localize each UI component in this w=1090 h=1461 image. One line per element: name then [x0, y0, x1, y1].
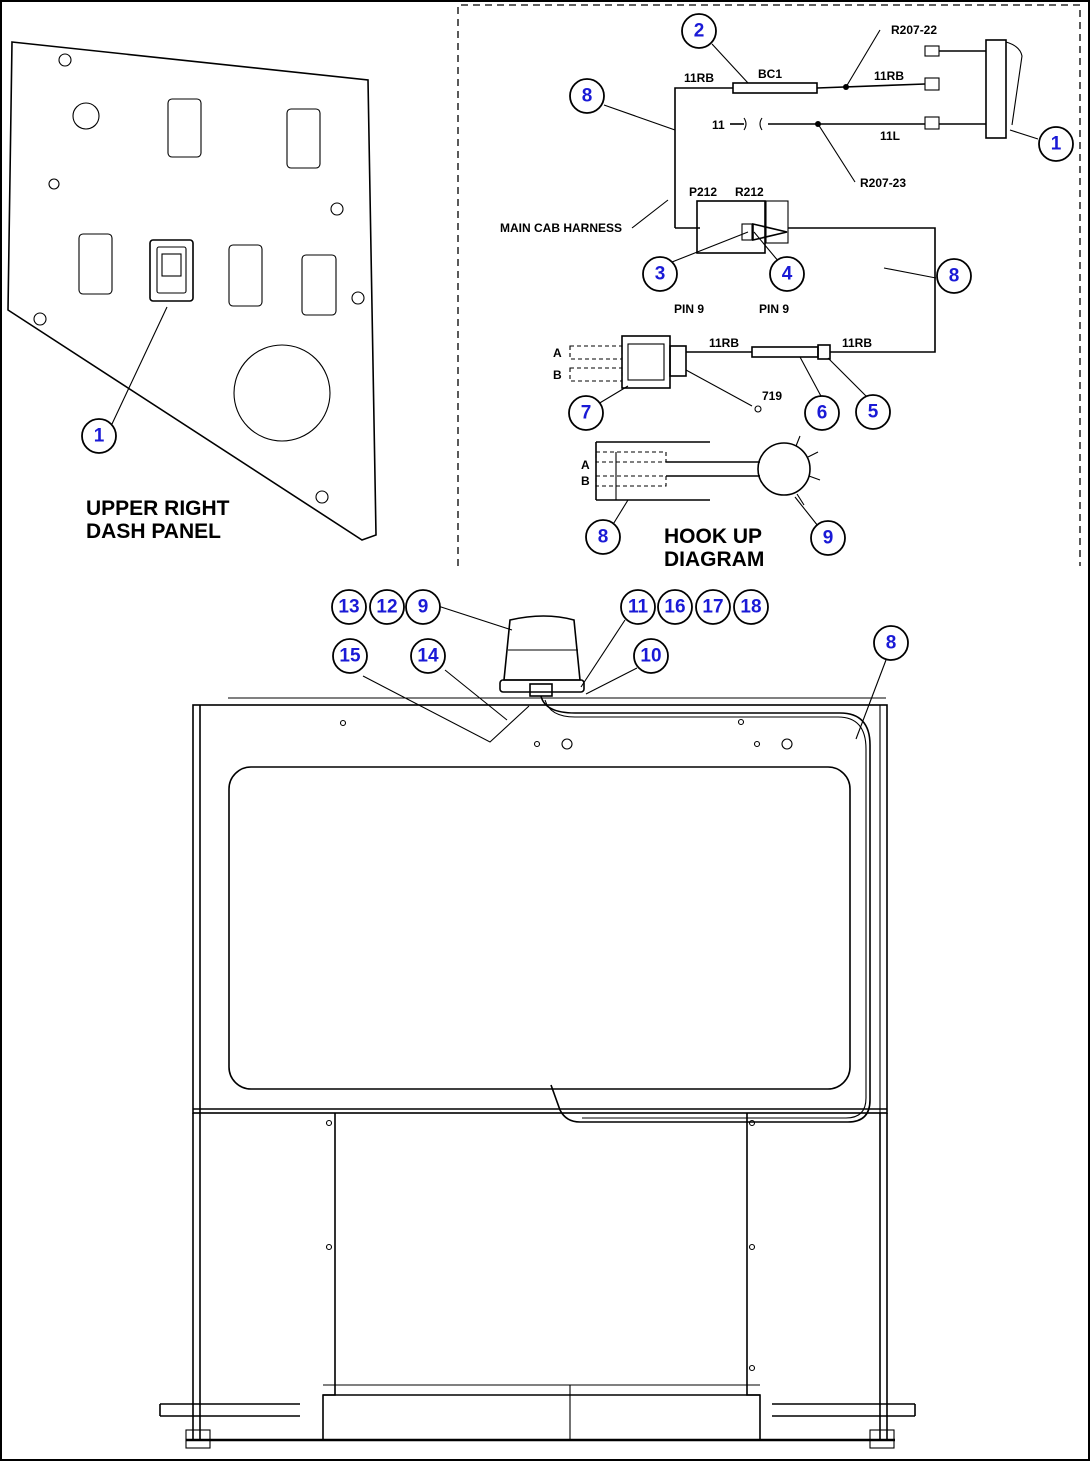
callout-5[interactable]: 5 [855, 394, 891, 430]
callout-3[interactable]: 3 [642, 256, 678, 292]
label-main-cab-harness: MAIN CAB HARNESS [500, 221, 622, 235]
callout-10[interactable]: 10 [633, 638, 669, 674]
hookup-title-line2: DIAGRAM [664, 548, 764, 571]
label-11rb-end: 11RB [842, 336, 872, 350]
svg-text:10: 10 [640, 646, 661, 667]
label-11rb-top: 11RB [684, 71, 714, 85]
svg-text:13: 13 [338, 597, 359, 618]
callout-9-hookup[interactable]: 9 [810, 520, 846, 556]
callout-8-top[interactable]: 8 [569, 78, 605, 114]
callout-1-switch[interactable]: 1 [1038, 126, 1074, 162]
label-pin9-left: PIN 9 [674, 302, 704, 316]
callout-8-harness[interactable]: 8 [936, 258, 972, 294]
label-r207-23: R207-23 [860, 176, 906, 190]
callout-18[interactable]: 18 [733, 589, 769, 625]
label-r212: R212 [735, 185, 764, 199]
callout-2[interactable]: 2 [681, 13, 717, 49]
svg-text:8: 8 [886, 633, 897, 654]
svg-text:2: 2 [694, 21, 705, 42]
svg-text:3: 3 [655, 264, 666, 285]
hookup-title-line1: HOOK UP [664, 525, 762, 548]
cab-front-view [159, 605, 916, 1449]
label-pin-a-connector: A [553, 346, 562, 360]
label-pin-a-hookup: A [581, 458, 590, 472]
callout-13[interactable]: 13 [331, 589, 367, 625]
label-11l: 11L [880, 129, 900, 143]
label-pin-b-hookup: B [581, 474, 590, 488]
wire-labels: R207-22 R207-23 BC1 11RB 11RB 11 11L MAI… [500, 23, 937, 488]
callout-12[interactable]: 12 [369, 589, 405, 625]
svg-text:12: 12 [376, 597, 397, 618]
svg-text:14: 14 [417, 646, 439, 667]
svg-text:8: 8 [598, 527, 609, 548]
svg-text:7: 7 [581, 403, 592, 424]
callout-6[interactable]: 6 [804, 395, 840, 431]
hookup-leaders [597, 43, 1039, 527]
label-bc1: BC1 [758, 67, 782, 81]
callout-4[interactable]: 4 [769, 256, 805, 292]
svg-text:16: 16 [664, 597, 685, 618]
callout-8-hookup[interactable]: 8 [585, 519, 621, 555]
label-p212: P212 [689, 185, 717, 199]
label-pin-b-connector: B [553, 368, 562, 382]
label-r207-22: R207-22 [891, 23, 937, 37]
svg-text:8: 8 [949, 266, 960, 287]
dash-panel-title-line2: DASH PANEL [86, 520, 221, 543]
svg-text:4: 4 [782, 264, 793, 285]
svg-text:15: 15 [339, 646, 361, 667]
callouts: 1 1 2 3 4 5 6 7 8 8 8 8 9 13 12 9 11 16 … [81, 13, 1074, 674]
svg-text:1: 1 [94, 426, 105, 447]
svg-text:9: 9 [823, 528, 834, 549]
svg-text:11: 11 [628, 597, 649, 618]
label-719: 719 [762, 389, 782, 403]
hookup-region [457, 4, 1081, 566]
callout-1-dash[interactable]: 1 [81, 418, 117, 454]
callout-9-cab[interactable]: 9 [405, 589, 441, 625]
titles: UPPER RIGHT DASH PANEL HOOK UP DIAGRAM [86, 497, 764, 571]
label-pin9-right: PIN 9 [759, 302, 789, 316]
callout-8-cab[interactable]: 8 [873, 625, 909, 661]
dash-panel [7, 41, 377, 541]
svg-text:6: 6 [817, 403, 828, 424]
label-11: 11 [712, 118, 725, 132]
svg-text:5: 5 [868, 402, 879, 423]
svg-text:17: 17 [702, 597, 723, 618]
label-11rb-lamp: 11RB [709, 336, 739, 350]
callout-11[interactable]: 11 [620, 589, 656, 625]
label-11rb-switch: 11RB [874, 69, 904, 83]
svg-text:18: 18 [740, 597, 761, 618]
callout-16[interactable]: 16 [657, 589, 693, 625]
callout-15[interactable]: 15 [332, 638, 368, 674]
svg-text:8: 8 [582, 86, 593, 107]
callout-14[interactable]: 14 [410, 638, 446, 674]
svg-text:1: 1 [1051, 134, 1062, 155]
callout-7[interactable]: 7 [568, 395, 604, 431]
dash-panel-title-line1: UPPER RIGHT [86, 497, 230, 520]
svg-text:9: 9 [418, 597, 429, 618]
callout-17[interactable]: 17 [695, 589, 731, 625]
